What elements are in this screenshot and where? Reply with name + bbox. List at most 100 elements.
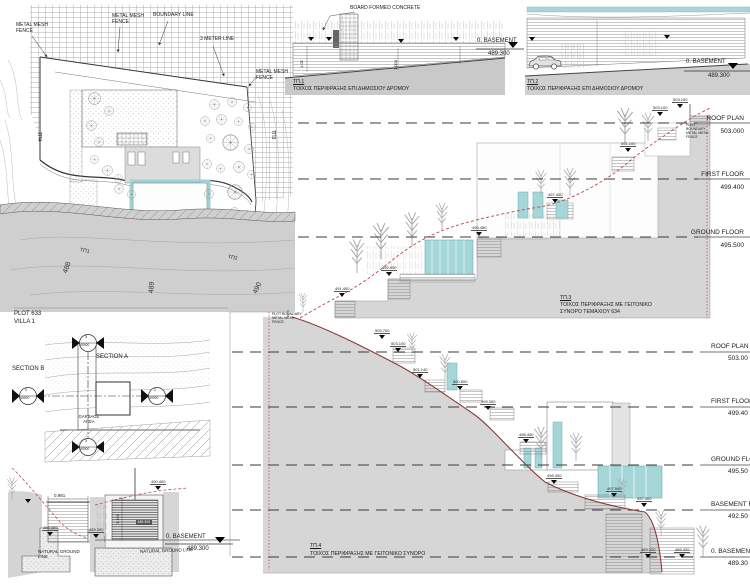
natural-ground-label: NATURAL GROUND LINE xyxy=(38,549,80,560)
section-tp4 xyxy=(229,310,750,575)
marker-ref: A9000 xyxy=(80,446,90,451)
spot-elevation: 489.300 xyxy=(88,527,105,534)
floor-level-lines xyxy=(298,122,698,238)
tp2-level-value: 489.300 xyxy=(708,73,730,79)
natural-ground-line xyxy=(299,107,711,319)
level-marker-icon xyxy=(679,553,686,558)
pool-edge-strip xyxy=(526,6,750,13)
tp1-dim-a: 1.05 xyxy=(299,60,304,68)
marker-ref: A9000 xyxy=(80,342,90,347)
level-marker-icon xyxy=(386,271,393,276)
level-marker-icon xyxy=(339,292,346,297)
level-marker-icon xyxy=(664,34,670,39)
plan-tag-tp3: ΤΠ3 xyxy=(270,130,276,140)
terrain-mass xyxy=(263,317,662,573)
note-leader xyxy=(322,11,356,31)
level-marker-icon xyxy=(523,438,530,443)
tp3-fence-note: PLOT BOUNDARY METAL MESH FENCE xyxy=(686,123,709,139)
natural-ground-dashed xyxy=(94,487,189,506)
section-a-label: SECTION A xyxy=(96,354,129,360)
villa-title: VILLA 1 xyxy=(14,319,36,325)
tp3-level-ground-value: 495.500 xyxy=(720,242,745,249)
tp4-level-basement-value: 489.30 xyxy=(728,560,748,567)
marker-num: 2 xyxy=(25,387,28,392)
road-surface xyxy=(0,202,295,312)
marker-num: 3 xyxy=(85,334,88,339)
reeds xyxy=(560,44,584,68)
tp1-level-label: 0. BASEMENT xyxy=(477,38,517,44)
level-marker-icon xyxy=(645,553,652,558)
tp4-level-first-label: FIRST FLOOR xyxy=(711,398,750,405)
detail-right-dim: 1.100 xyxy=(115,513,120,524)
tp3-level-ground-label: GROUND FLOOR xyxy=(690,229,744,236)
tp4-level-first-value: 499.40 xyxy=(728,410,748,417)
detail-basement-value: 489.300 xyxy=(187,546,209,552)
dimension-lines xyxy=(306,46,461,72)
marker-num: 3 xyxy=(85,438,88,443)
glass-panels xyxy=(517,191,569,219)
boundary-line xyxy=(39,56,248,88)
marker-ref: A9000 xyxy=(149,395,159,400)
fence-label-left: METAL MESH FENCE xyxy=(16,22,48,34)
tp1-dim-b: 1.000 xyxy=(393,59,398,70)
spot-elevation: 491.400 xyxy=(334,286,351,293)
tp4-level-roof-value: 503.00 xyxy=(728,355,748,362)
level-marker-icon xyxy=(485,405,492,410)
level-marker-icon xyxy=(552,198,559,203)
tp1-tag: ΤΠ.1 xyxy=(293,79,305,85)
road-pavement-hatch xyxy=(0,201,296,222)
level-marker-icon xyxy=(551,479,558,484)
contour-lines-left xyxy=(0,59,23,216)
road-slope xyxy=(285,58,505,95)
glass-panels xyxy=(523,421,563,469)
spot-elevation: 497.400 xyxy=(547,192,564,199)
level-marker-icon xyxy=(457,385,464,390)
level-marker-icon xyxy=(641,502,648,507)
elevation-badge: 489.300 xyxy=(136,519,152,525)
plot-title: PLOT 633 xyxy=(14,311,42,317)
spot-elevation: 495.450 xyxy=(471,225,488,232)
level-marker-icon xyxy=(529,36,535,41)
detail-basement-label: 0. BASEMENT xyxy=(166,534,206,540)
spot-elevation: 498.300 xyxy=(546,473,563,480)
tp3-caption-1: ΤΟΙΧΟΣ ΠΕΡΙΦΡΑΞΗΣ ΜΕ ΓΕΙΤΟΝΙΚΟ xyxy=(560,302,652,308)
three-meter-line xyxy=(54,71,256,103)
level-marker-icon xyxy=(611,492,618,497)
tp4-caption: ΤΟΙΧΟΣ ΠΕΡΙΦΡΑΞΗΣ ΜΕ ΓΕΙΤΟΝΙΚΟ ΣΥΝΟΡΟ xyxy=(310,551,426,557)
level-marker-icon xyxy=(508,42,518,48)
detail-building xyxy=(95,381,131,416)
level-marker-icon xyxy=(215,537,225,543)
level-marker-icon xyxy=(728,63,738,69)
tp1-note: BOARD FORMED CONCRETE xyxy=(350,5,421,11)
level-marker-icon xyxy=(25,498,31,503)
three-meter-label: 3 METER LINE xyxy=(200,36,235,42)
wall xyxy=(47,501,89,543)
plot-detail xyxy=(12,307,228,463)
boundary-label: BOUNDARY LINE xyxy=(153,12,194,18)
label-leaders xyxy=(31,20,258,87)
spot-elevation: 489.300 xyxy=(42,525,59,532)
tp4-level-roof-label: ROOF PLAN xyxy=(711,343,749,350)
marker-ref: A9000 xyxy=(20,395,30,400)
road-contours xyxy=(9,236,296,296)
fence-label-right: METAL MESH FENCE xyxy=(256,69,288,81)
level-marker-icon xyxy=(395,347,402,352)
formwork-post xyxy=(333,30,339,48)
level-marker-icon xyxy=(398,38,404,43)
tp4-level-ground-value: 495.50 xyxy=(728,468,748,475)
spot-elevation: 503.100 xyxy=(390,341,407,348)
level-marker-icon xyxy=(417,373,424,378)
level-marker-icon xyxy=(326,36,332,41)
tp2-level-label: 0. BASEMENT xyxy=(686,59,726,65)
spot-elevation: 500.600 xyxy=(452,379,469,386)
spot-elevation: 503.100 xyxy=(672,97,689,104)
section-markers xyxy=(12,334,173,456)
pool-glass-wall xyxy=(424,239,474,275)
natural-ground-line xyxy=(291,316,663,573)
spot-elevation: 498.450 xyxy=(518,432,535,439)
tp3-level-first-value: 499.400 xyxy=(720,184,745,191)
spot-elevation: 503.700 xyxy=(374,328,391,335)
tp3-tag: ΤΠ.3 xyxy=(560,295,572,301)
